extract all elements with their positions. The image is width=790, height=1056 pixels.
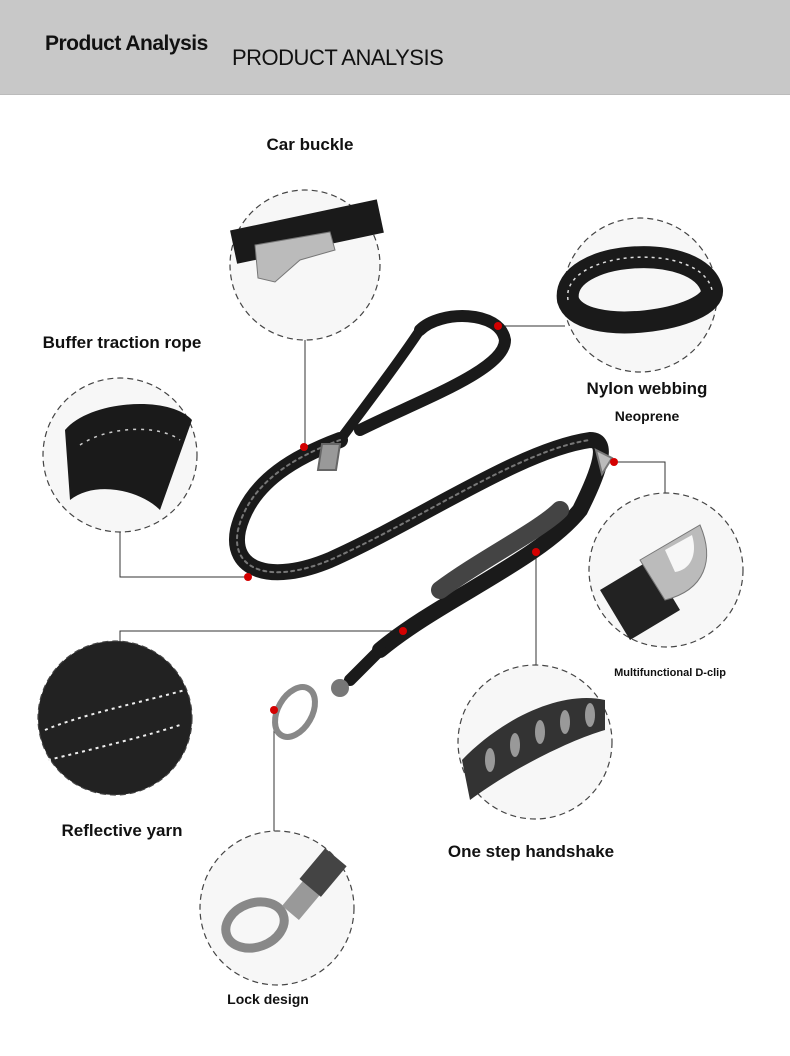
leader-lines — [119, 325, 666, 832]
label-d-clip: Multifunctional D-clip — [614, 667, 726, 679]
markers — [244, 322, 618, 714]
label-neoprene: Neoprene — [614, 408, 680, 424]
detail-contents — [44, 199, 723, 953]
label-handshake: One step handshake — [447, 842, 615, 861]
header-banner: Product Analysis PRODUCT ANALYSIS — [0, 0, 790, 95]
leash — [229, 310, 614, 740]
label-car-buckle: Car buckle — [266, 135, 354, 154]
page-subtitle: PRODUCT ANALYSIS — [232, 45, 444, 70]
label-reflective-yarn: Reflective yarn — [61, 821, 183, 840]
page-title: Product Analysis — [45, 32, 208, 55]
label-lock-design: Lock design — [227, 991, 309, 1007]
label-buffer-rope: Buffer traction rope — [42, 333, 202, 352]
label-nylon-webbing: Nylon webbing — [586, 379, 708, 398]
